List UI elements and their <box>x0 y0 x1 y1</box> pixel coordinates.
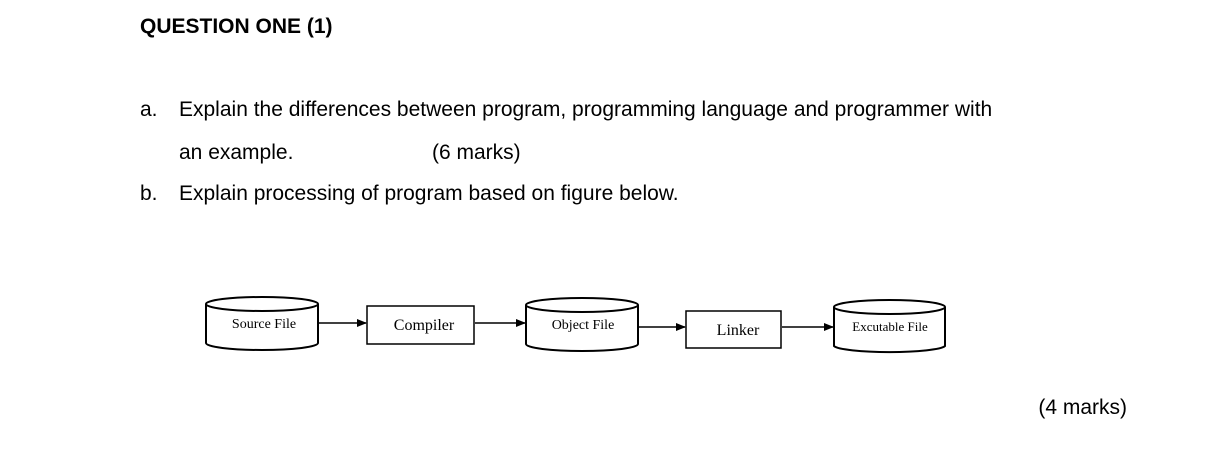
part-a-text: Explain the differences between program,… <box>179 98 993 121</box>
source-file-node: Source File <box>205 296 319 351</box>
part-a-marks: (6 marks) <box>432 141 521 164</box>
executable-file-label: Excutable File <box>852 319 928 334</box>
part-b-marks: (4 marks) <box>1038 396 1127 419</box>
part-a-letter: a. <box>140 98 158 121</box>
part-b-text: Explain processing of program based on f… <box>179 182 679 205</box>
part-b-letter: b. <box>140 182 158 205</box>
object-file-node: Object File <box>525 297 639 352</box>
compiler-label: Compiler <box>394 317 455 334</box>
executable-file-node: Excutable File <box>833 299 946 354</box>
linker-node: Linker <box>685 310 782 349</box>
compiler-node: Compiler <box>366 305 475 345</box>
source-file-label: Source File <box>232 317 296 332</box>
part-a-text-continued: an example. <box>179 141 294 164</box>
question-heading: QUESTION ONE (1) <box>140 15 333 38</box>
linker-label: Linker <box>717 322 760 339</box>
object-file-label: Object File <box>552 318 615 333</box>
